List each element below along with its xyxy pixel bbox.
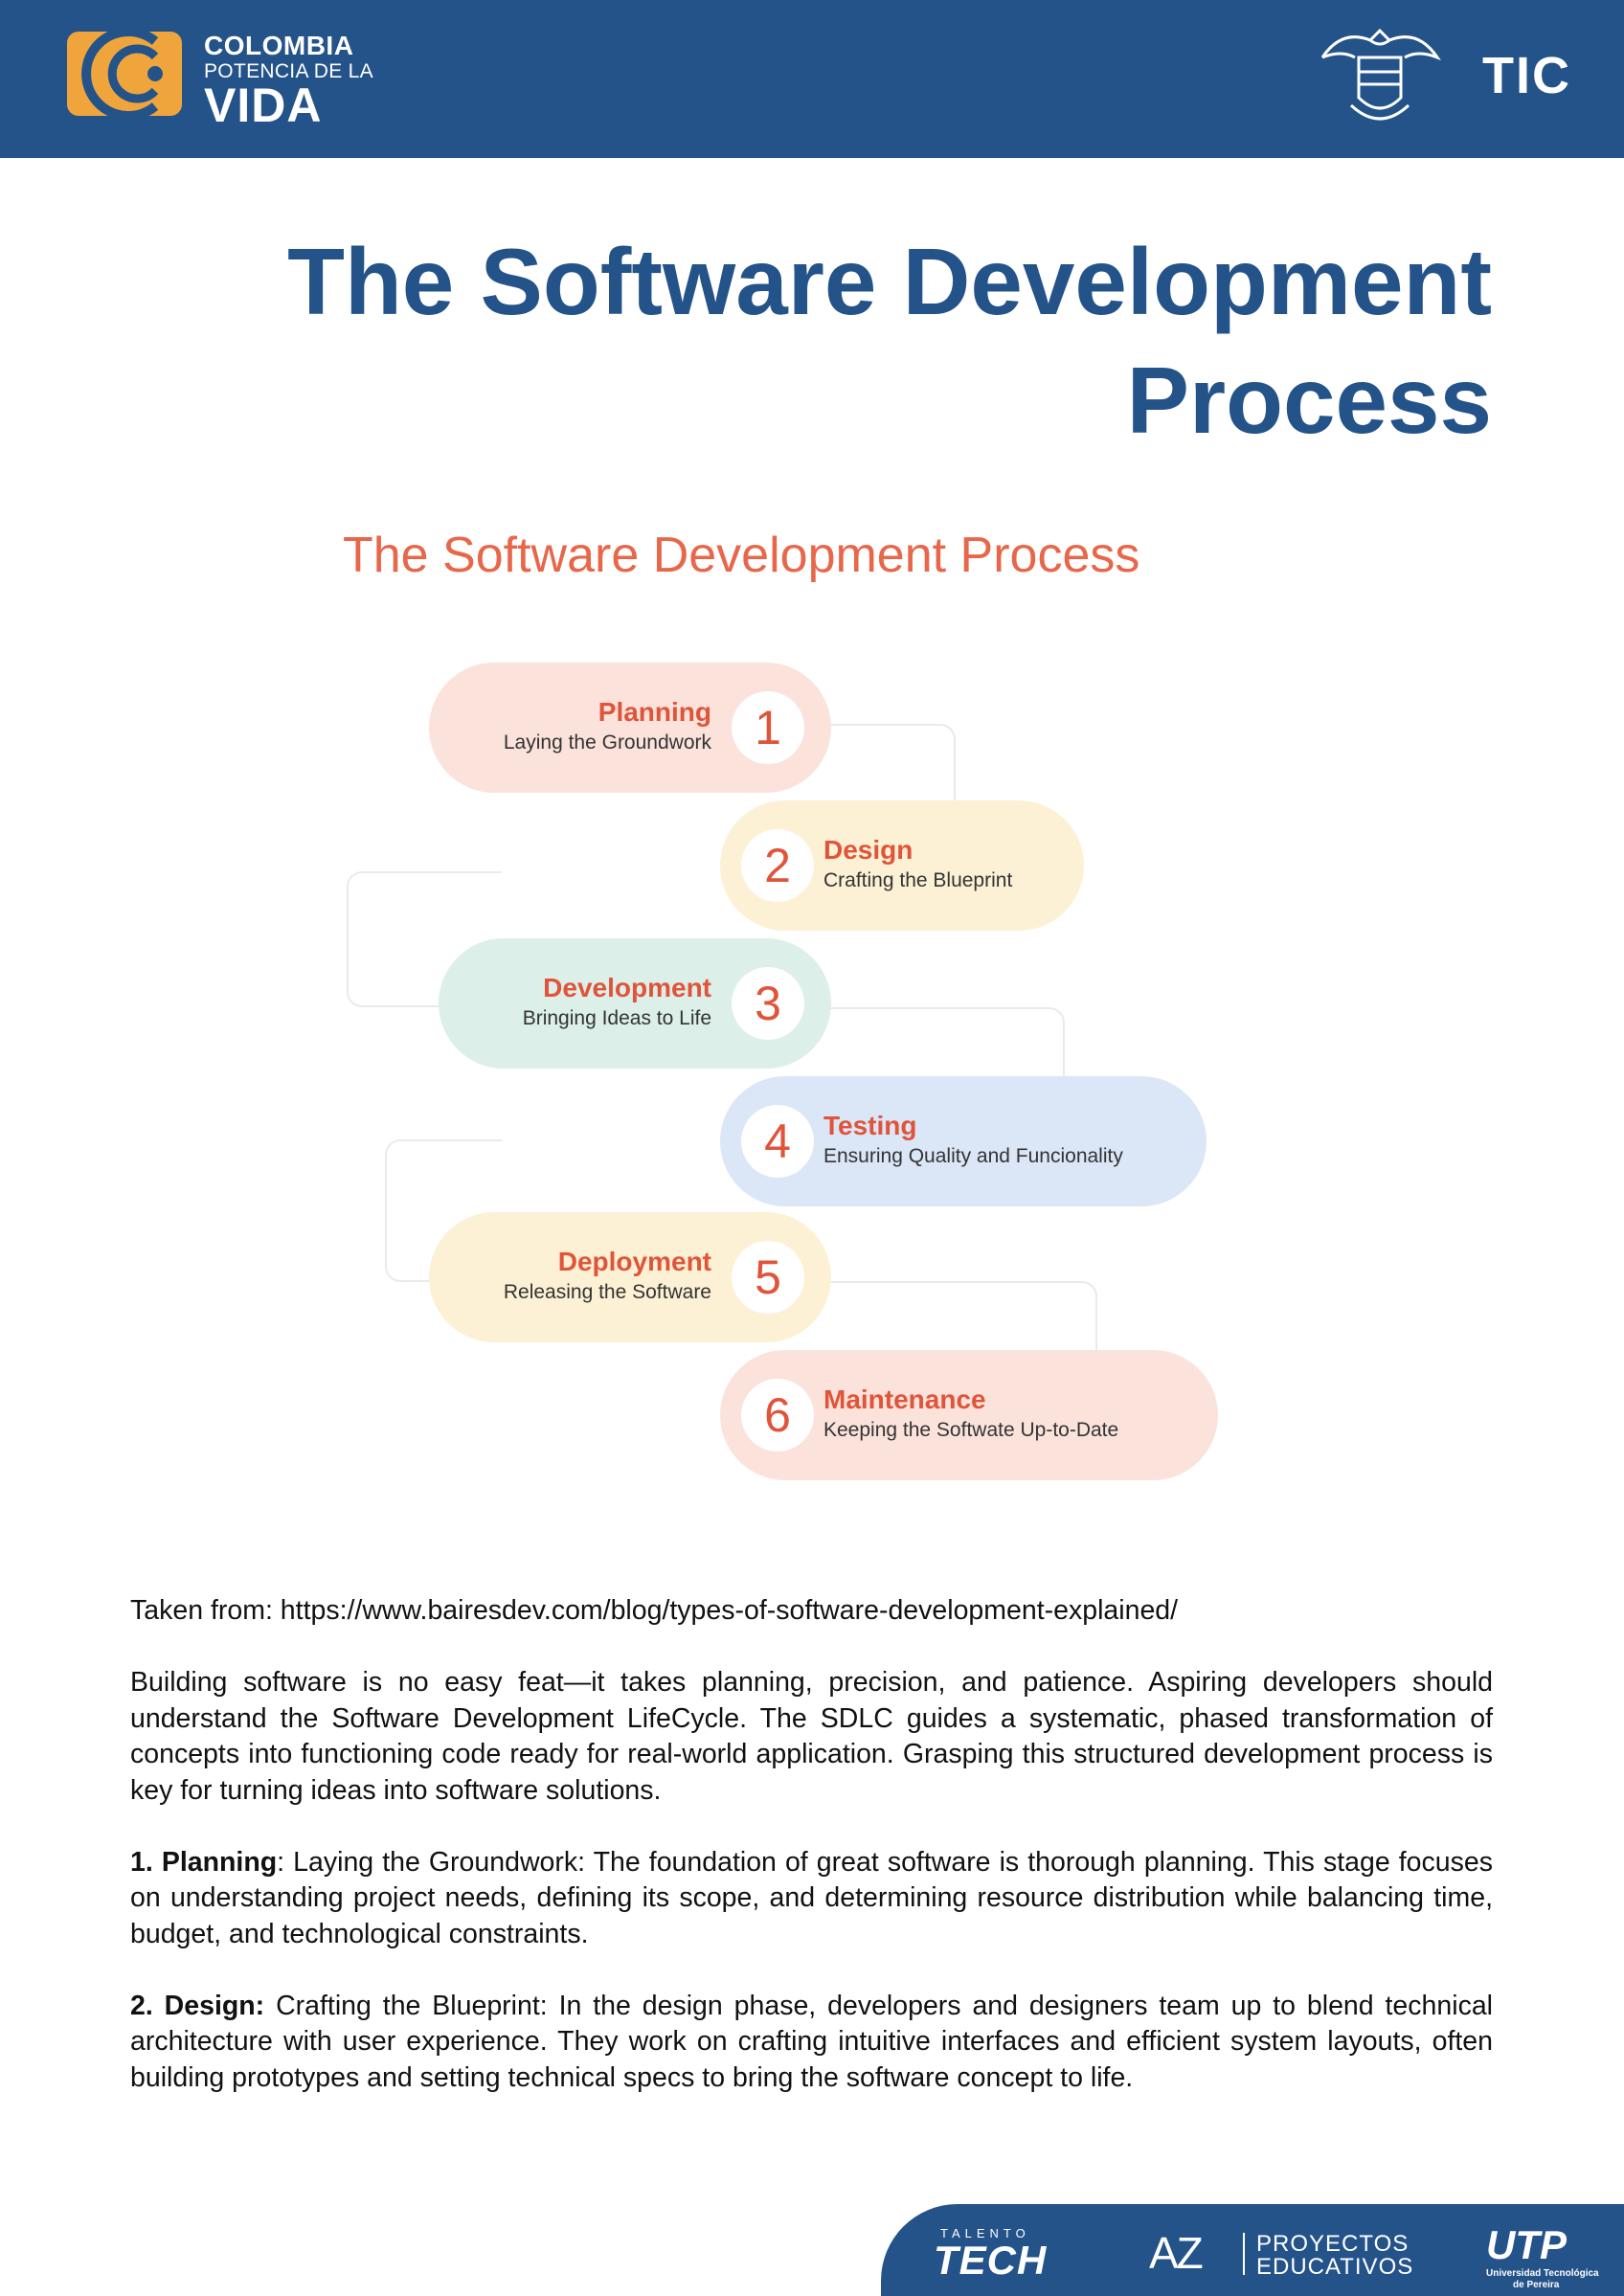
step-subtitle: Bringing Ideas to Life <box>522 1007 711 1029</box>
sdlc-diagram: The Software Development Process Plannin… <box>287 517 1341 1494</box>
footer-logos: TALENTO TECH AZ PROYECTOS EDUCATIVOS UTP… <box>881 2204 1624 2296</box>
section-heading: 1. Planning <box>130 1846 278 1878</box>
diagram-title: The Software Development Process <box>343 528 1140 583</box>
az-divider <box>1243 2233 1245 2275</box>
page-title-line-1: The Software Development <box>287 229 1492 334</box>
az-text: AZ <box>1149 2228 1204 2278</box>
step-stage: Maintenance <box>823 1384 986 1414</box>
step-testing: 4 Testing Ensuring Quality and Funcional… <box>720 1076 1207 1206</box>
step-stage: Development <box>543 973 711 1002</box>
step-number: 1 <box>732 691 804 764</box>
step-stage: Testing <box>823 1111 917 1140</box>
step-deployment: Deployment Releasing the Software 5 <box>429 1212 831 1342</box>
section-text: : Laying the Groundwork: The foundation … <box>130 1846 1493 1949</box>
proyectos-text: PROYECTOS <box>1256 2231 1410 2257</box>
step-number: 6 <box>741 1379 814 1452</box>
utp-university-line-1: Universidad Tecnológica <box>1486 2268 1599 2279</box>
step-planning: Planning Laying the Groundwork 1 <box>429 663 831 793</box>
tic-logo: TIC <box>1313 19 1571 134</box>
utp-text: UTP <box>1486 2222 1567 2267</box>
section-planning: 1. Planning: Laying the Groundwork: The … <box>130 1845 1493 1953</box>
step-subtitle: Crafting the Blueprint <box>823 869 1013 891</box>
step-subtitle: Keeping the Softwate Up-to-Date <box>823 1419 1119 1441</box>
colombia-potencia-logo: COLOMBIA POTENCIA DE LA VIDA <box>67 27 383 129</box>
tech-text: TECH <box>934 2238 1048 2283</box>
coat-of-arms-icon <box>1320 28 1441 121</box>
step-maintenance: 6 Maintenance Keeping the Softwate Up-to… <box>720 1350 1218 1480</box>
step-development: Development Bringing Ideas to Life 3 <box>439 938 831 1069</box>
step-design: 2 Design Crafting the Blueprint <box>720 800 1084 931</box>
step-stage: Deployment <box>557 1247 711 1276</box>
step-number: 2 <box>741 829 814 902</box>
connector-2-3 <box>347 871 502 1007</box>
step-number: 3 <box>732 967 804 1040</box>
page-header: COLOMBIA POTENCIA DE LA VIDA TIC <box>0 0 1624 158</box>
step-number: 4 <box>741 1105 814 1178</box>
section-design: 2. Design: Crafting the Blueprint: In th… <box>130 1989 1493 2097</box>
educativos-text: EDUCATIVOS <box>1256 2254 1414 2280</box>
tic-label: TIC <box>1482 47 1571 104</box>
logo-colombia-text: COLOMBIA <box>204 31 354 60</box>
logo-potencia-text: POTENCIA DE LA <box>204 60 373 82</box>
colombia-logo-mark-icon <box>67 32 182 116</box>
step-subtitle: Ensuring Quality and Funcionality <box>823 1145 1123 1167</box>
intro-paragraph: Building software is no easy feat—it tak… <box>130 1667 1493 1806</box>
article-body: Taken from: https://www.bairesdev.com/bl… <box>130 1593 1493 2132</box>
section-text: Crafting the Blueprint: In the design ph… <box>130 1990 1494 2093</box>
step-stage: Planning <box>598 697 711 727</box>
section-heading: 2. Design: <box>130 1990 265 2021</box>
source-citation: Taken from: https://www.bairesdev.com/bl… <box>130 1595 1179 1626</box>
step-number: 5 <box>732 1241 804 1314</box>
logo-vida-text: VIDA <box>204 79 323 132</box>
page-title-line-2: Process <box>1126 348 1492 453</box>
page-title: The Software Development Process <box>151 222 1492 460</box>
utp-university-line-2: de Pereira <box>1513 2280 1560 2290</box>
step-subtitle: Laying the Groundwork <box>503 732 711 754</box>
talento-text: TALENTO <box>940 2226 1030 2240</box>
step-stage: Design <box>823 835 914 865</box>
step-subtitle: Releasing the Software <box>503 1281 711 1303</box>
